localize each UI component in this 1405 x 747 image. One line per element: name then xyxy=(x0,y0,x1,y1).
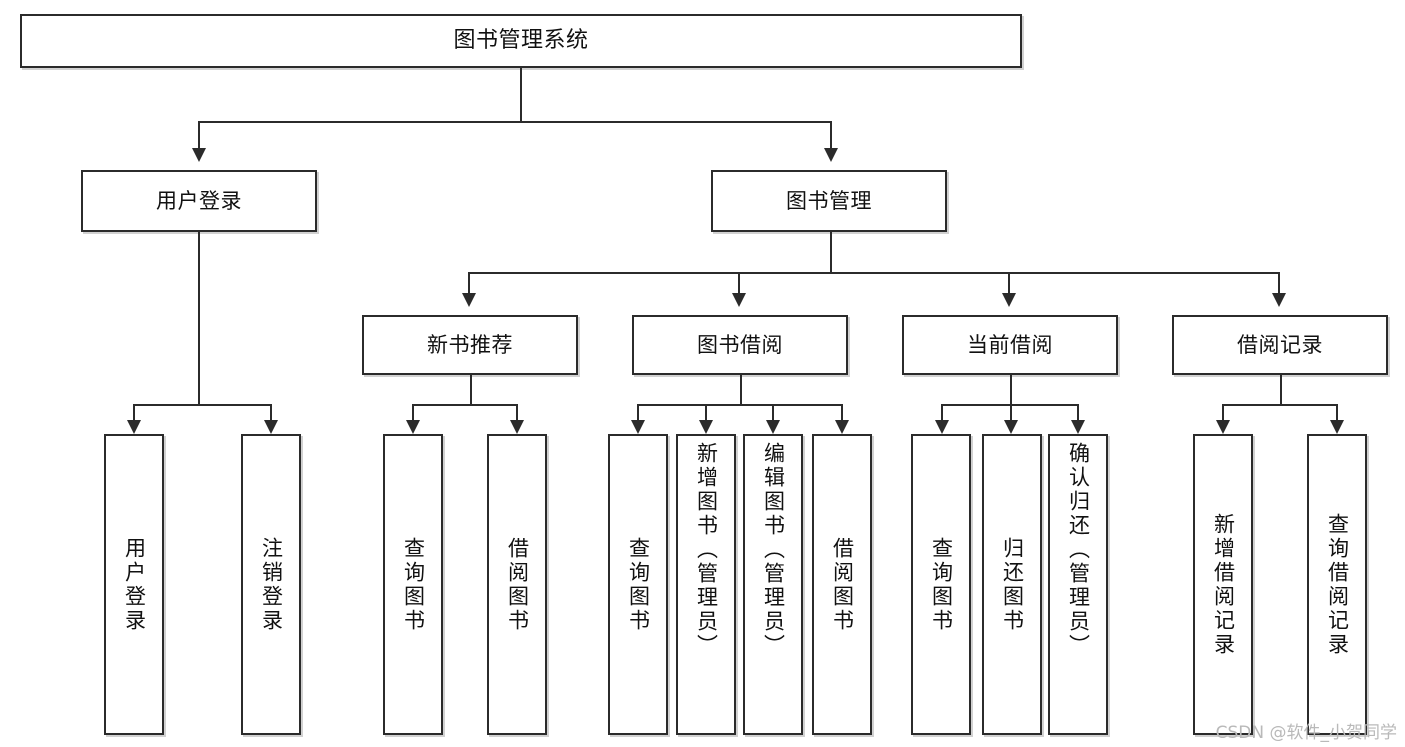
leaf-nbr-query-book[interactable]: 查询图书 xyxy=(383,434,443,735)
connector-book-manage-drop-4 xyxy=(1278,272,1280,293)
arrow-to-book-manage xyxy=(824,148,838,162)
arrow-to-leaf-bb-query xyxy=(631,420,645,434)
connector-cb-stem xyxy=(1010,375,1012,404)
connector-cb-drop-3 xyxy=(1077,404,1079,420)
arrow-to-leaf-br-query xyxy=(1330,420,1344,434)
connector-cb-drop-1 xyxy=(941,404,943,420)
connector-nbr-bus xyxy=(412,404,518,406)
connector-user-login-bus xyxy=(133,404,272,406)
connector-bb-drop-4 xyxy=(841,404,843,420)
connector-bb-drop-2 xyxy=(705,404,707,420)
arrow-to-book-borrow xyxy=(732,293,746,307)
arrow-to-leaf-br-add xyxy=(1216,420,1230,434)
arrow-to-leaf-bb-borrow xyxy=(835,420,849,434)
leaf-br-query-record[interactable]: 查询借阅记录 xyxy=(1307,434,1367,735)
arrow-to-new-book-recommend xyxy=(462,293,476,307)
connector-root-drop-1 xyxy=(198,121,200,148)
node-current-borrow[interactable]: 当前借阅 xyxy=(902,315,1118,375)
connector-user-login-drop-2 xyxy=(270,404,272,420)
leaf-bb-query-book[interactable]: 查询图书 xyxy=(608,434,668,735)
node-label: 图书借阅 xyxy=(697,332,783,357)
arrow-to-leaf-bb-edit xyxy=(766,420,780,434)
connector-bb-drop-1 xyxy=(637,404,639,420)
node-label: 用户登录 xyxy=(156,188,242,213)
node-root-system[interactable]: 图书管理系统 xyxy=(20,14,1022,68)
node-label: 借阅图书 xyxy=(505,536,530,633)
connector-book-manage-bus xyxy=(468,272,1280,274)
connector-br-drop-1 xyxy=(1222,404,1224,420)
connector-bb-stem xyxy=(740,375,742,404)
arrow-to-leaf-cb-query xyxy=(935,420,949,434)
connector-book-manage-drop-1 xyxy=(468,272,470,293)
node-label: 查询图书 xyxy=(929,536,954,633)
arrow-to-current-borrow xyxy=(1002,293,1016,307)
connector-br-bus xyxy=(1222,404,1338,406)
connector-root-stem xyxy=(520,68,522,121)
leaf-bb-add-book-admin[interactable]: 新增图书（管理员） xyxy=(676,434,736,735)
node-label: 当前借阅 xyxy=(967,332,1053,357)
leaf-logout[interactable]: 注销登录 xyxy=(241,434,301,735)
node-label: 借阅记录 xyxy=(1237,332,1323,357)
leaf-cb-confirm-return-admin[interactable]: 确认归还（管理员） xyxy=(1048,434,1108,735)
node-label: 新增借阅记录 xyxy=(1211,512,1236,657)
node-label: 新书推荐 xyxy=(427,332,513,357)
node-label: 查询图书 xyxy=(401,536,426,633)
connector-bb-bus xyxy=(637,404,843,406)
node-label: 图书管理系统 xyxy=(453,28,589,54)
node-label: 图书管理 xyxy=(786,188,872,213)
connector-book-manage-drop-3 xyxy=(1008,272,1010,293)
node-label: 新增图书（管理员） xyxy=(694,442,719,658)
node-book-borrow[interactable]: 图书借阅 xyxy=(632,315,848,375)
node-label: 确认归还（管理员） xyxy=(1066,442,1091,658)
connector-book-manage-stem xyxy=(830,232,832,272)
connector-root-drop-2 xyxy=(830,121,832,148)
node-label: 注销登录 xyxy=(259,536,284,633)
leaf-br-add-record[interactable]: 新增借阅记录 xyxy=(1193,434,1253,735)
leaf-user-login[interactable]: 用户登录 xyxy=(104,434,164,735)
node-label: 查询图书 xyxy=(626,536,651,633)
leaf-nbr-borrow-book[interactable]: 借阅图书 xyxy=(487,434,547,735)
leaf-bb-borrow-book[interactable]: 借阅图书 xyxy=(812,434,872,735)
arrow-to-user-login xyxy=(192,148,206,162)
arrow-to-leaf-cb-confirm xyxy=(1071,420,1085,434)
arrow-to-leaf-bb-add xyxy=(699,420,713,434)
node-label: 查询借阅记录 xyxy=(1325,512,1350,657)
csdn-watermark: CSDN @软件_小贺同学 xyxy=(1215,723,1397,743)
node-label: 用户登录 xyxy=(122,536,147,633)
connector-nbr-drop-1 xyxy=(412,404,414,420)
node-book-manage[interactable]: 图书管理 xyxy=(711,170,947,232)
node-label: 归还图书 xyxy=(1000,536,1025,633)
connector-nbr-drop-2 xyxy=(516,404,518,420)
connector-br-drop-2 xyxy=(1336,404,1338,420)
leaf-bb-edit-book-admin[interactable]: 编辑图书（管理员） xyxy=(743,434,803,735)
node-borrow-records[interactable]: 借阅记录 xyxy=(1172,315,1388,375)
arrow-to-leaf-nbr-borrow xyxy=(510,420,524,434)
node-label: 借阅图书 xyxy=(830,536,855,633)
arrow-to-leaf-logout xyxy=(264,420,278,434)
node-label: 编辑图书（管理员） xyxy=(761,442,786,658)
connector-user-login-drop-1 xyxy=(133,404,135,420)
arrow-to-leaf-cb-return xyxy=(1004,420,1018,434)
leaf-cb-return-book[interactable]: 归还图书 xyxy=(982,434,1042,735)
connector-nbr-stem xyxy=(470,375,472,404)
connector-cb-drop-2 xyxy=(1010,404,1012,420)
node-new-book-recommend[interactable]: 新书推荐 xyxy=(362,315,578,375)
connector-br-stem xyxy=(1280,375,1282,404)
connector-book-manage-drop-2 xyxy=(738,272,740,293)
arrow-to-leaf-user-login xyxy=(127,420,141,434)
leaf-cb-query-book[interactable]: 查询图书 xyxy=(911,434,971,735)
arrow-to-borrow-records xyxy=(1272,293,1286,307)
connector-bb-drop-3 xyxy=(772,404,774,420)
node-user-login[interactable]: 用户登录 xyxy=(81,170,317,232)
connector-root-bus xyxy=(198,121,832,123)
connector-user-login-stem xyxy=(198,232,200,404)
arrow-to-leaf-nbr-query xyxy=(406,420,420,434)
